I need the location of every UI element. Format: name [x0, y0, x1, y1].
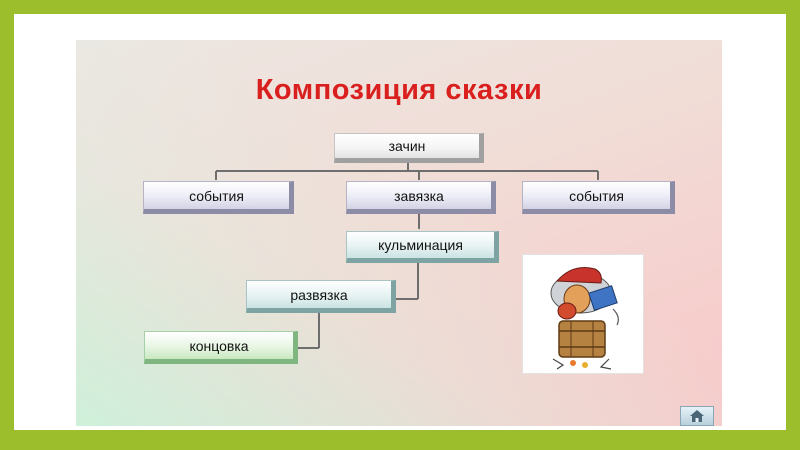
home-icon — [690, 410, 704, 422]
node-sobytiya-left: события — [143, 181, 294, 214]
node-zachin: зачин — [334, 133, 484, 163]
connector-lines — [215, 163, 599, 349]
home-button[interactable] — [680, 406, 714, 426]
slide: Композиция сказки зачин события завязка … — [76, 40, 722, 426]
fairy-tale-character-illustration — [522, 254, 644, 374]
node-kontsovka: концовка — [144, 331, 298, 364]
slide-title: Композиция сказки — [255, 74, 543, 106]
character-in-barrel-icon — [550, 267, 619, 370]
node-razvyazka: развязка — [246, 280, 396, 313]
node-kulminatsiya: кульминация — [346, 231, 499, 263]
node-sobytiya-right: события — [522, 181, 675, 214]
node-zavyazka: завязка — [346, 181, 496, 214]
